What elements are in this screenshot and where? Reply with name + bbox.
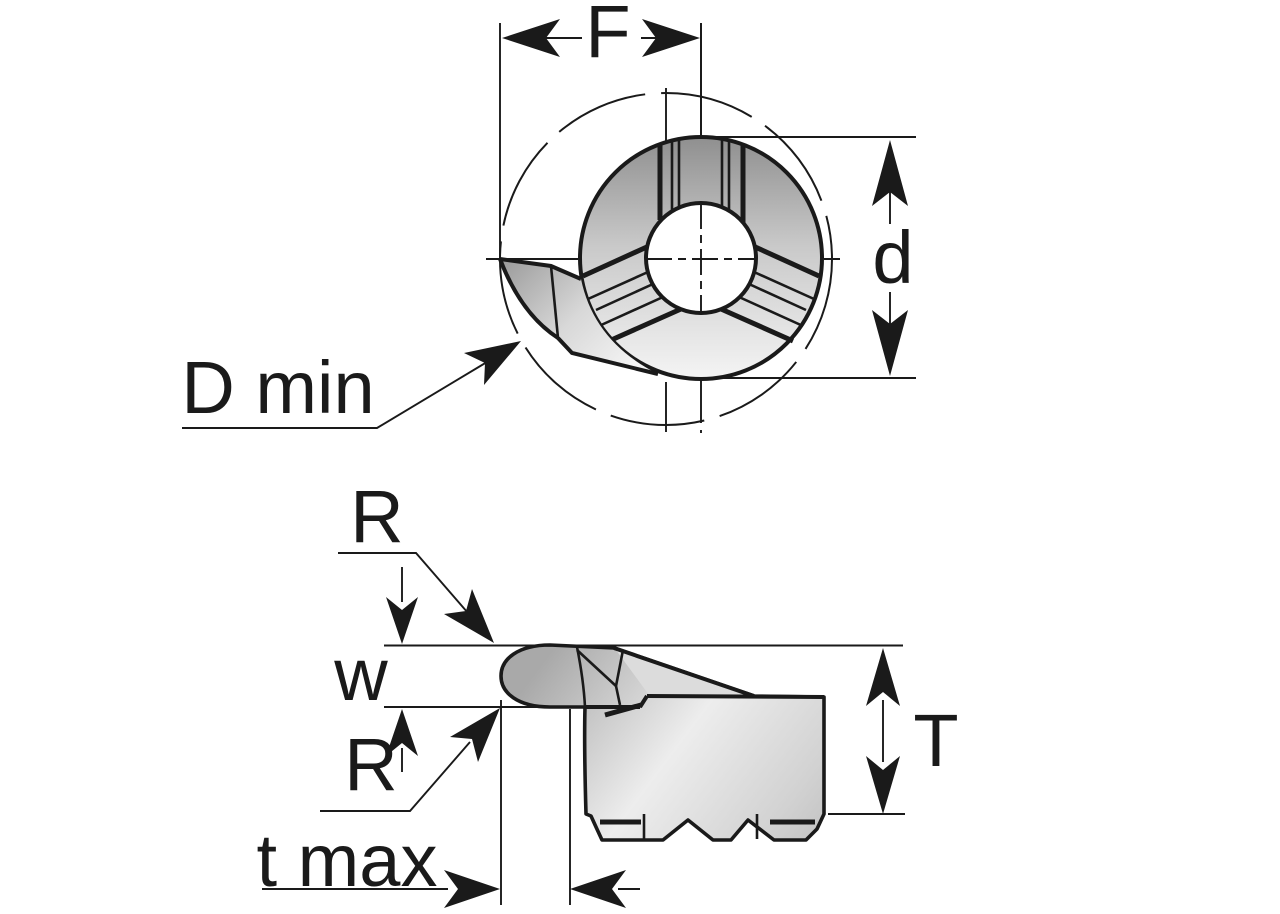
d-arrow-up-icon	[872, 140, 908, 206]
d-min-leader-line	[182, 361, 488, 429]
w-arrow-up-icon	[386, 709, 418, 756]
cutting-tip	[498, 257, 659, 376]
r-bottom-arrow-icon	[450, 708, 500, 762]
leader-R-bottom: R	[320, 708, 500, 812]
leader-D-min: D min	[181, 341, 521, 429]
r-top-leader-line	[338, 552, 469, 614]
f-label: F	[585, 0, 630, 73]
d-label: d	[872, 216, 913, 299]
t-max-arrow-left-icon	[570, 870, 626, 908]
d-min-arrow-icon	[464, 341, 521, 385]
leader-R-top: R	[338, 475, 494, 643]
serration-top-sector	[657, 139, 746, 224]
r-top-arrow-icon	[444, 589, 494, 643]
f-arrow-right-icon	[642, 19, 700, 57]
serration-lower-left-sector	[581, 243, 683, 344]
dimension-T: T	[828, 648, 959, 815]
r-bottom-label: R	[344, 723, 397, 806]
t-arrow-up-icon	[866, 648, 900, 706]
w-label: w	[333, 633, 388, 716]
f-arrow-left-icon	[502, 19, 560, 57]
w-arrow-down-icon	[386, 597, 418, 644]
d-min-label: D min	[181, 346, 374, 429]
insert-internal-edges	[575, 646, 825, 718]
top-view: F d D min	[181, 0, 916, 433]
t-arrow-down-icon	[866, 756, 900, 814]
t-label: T	[913, 699, 958, 782]
t-max-label: t max	[257, 819, 438, 902]
r-bottom-leader-line	[320, 741, 471, 812]
t-max-arrow-right-icon	[444, 870, 500, 908]
dimension-t-max: t max	[257, 700, 640, 908]
dimension-d: d	[706, 136, 916, 379]
dimension-F: F	[499, 0, 702, 258]
dimension-w: w	[333, 567, 418, 772]
d-arrow-down-icon	[872, 310, 908, 376]
side-view: R w R t max	[257, 475, 959, 908]
serration-lower-right-sector	[719, 243, 821, 344]
insert-profile	[499, 643, 826, 842]
foot-serration-details	[600, 814, 815, 839]
r-top-label: R	[350, 475, 403, 558]
